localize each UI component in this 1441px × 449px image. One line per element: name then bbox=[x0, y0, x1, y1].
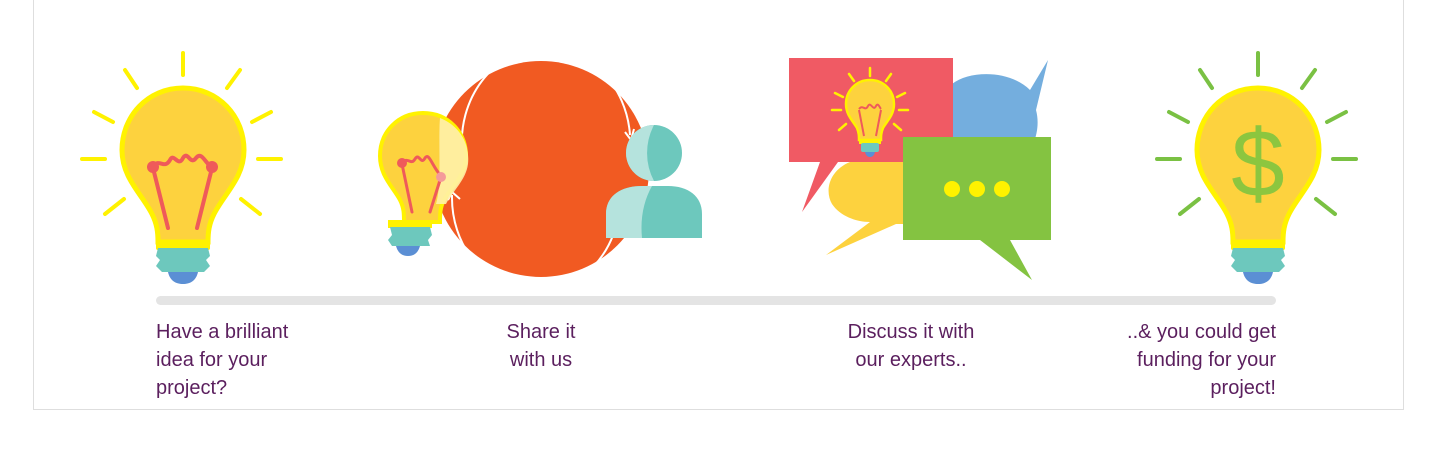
step-3-caption: Discuss it with our experts.. bbox=[847, 321, 975, 371]
step-1-caption: Have a brilliant idea for your project? bbox=[156, 321, 289, 399]
step-4-caption: ..& you could get funding for your proje… bbox=[1127, 321, 1276, 399]
share-cycle-icon bbox=[377, 46, 702, 294]
lightbulb-icon bbox=[80, 51, 283, 284]
speech-bubbles-icon bbox=[789, 58, 1051, 280]
step-2-caption: Share it with us bbox=[506, 321, 576, 371]
svg-text:$: $ bbox=[1231, 110, 1284, 217]
timeline-bar bbox=[156, 296, 1276, 305]
dollar-lightbulb-icon: $ bbox=[1155, 51, 1358, 284]
process-panel bbox=[33, 0, 1404, 410]
